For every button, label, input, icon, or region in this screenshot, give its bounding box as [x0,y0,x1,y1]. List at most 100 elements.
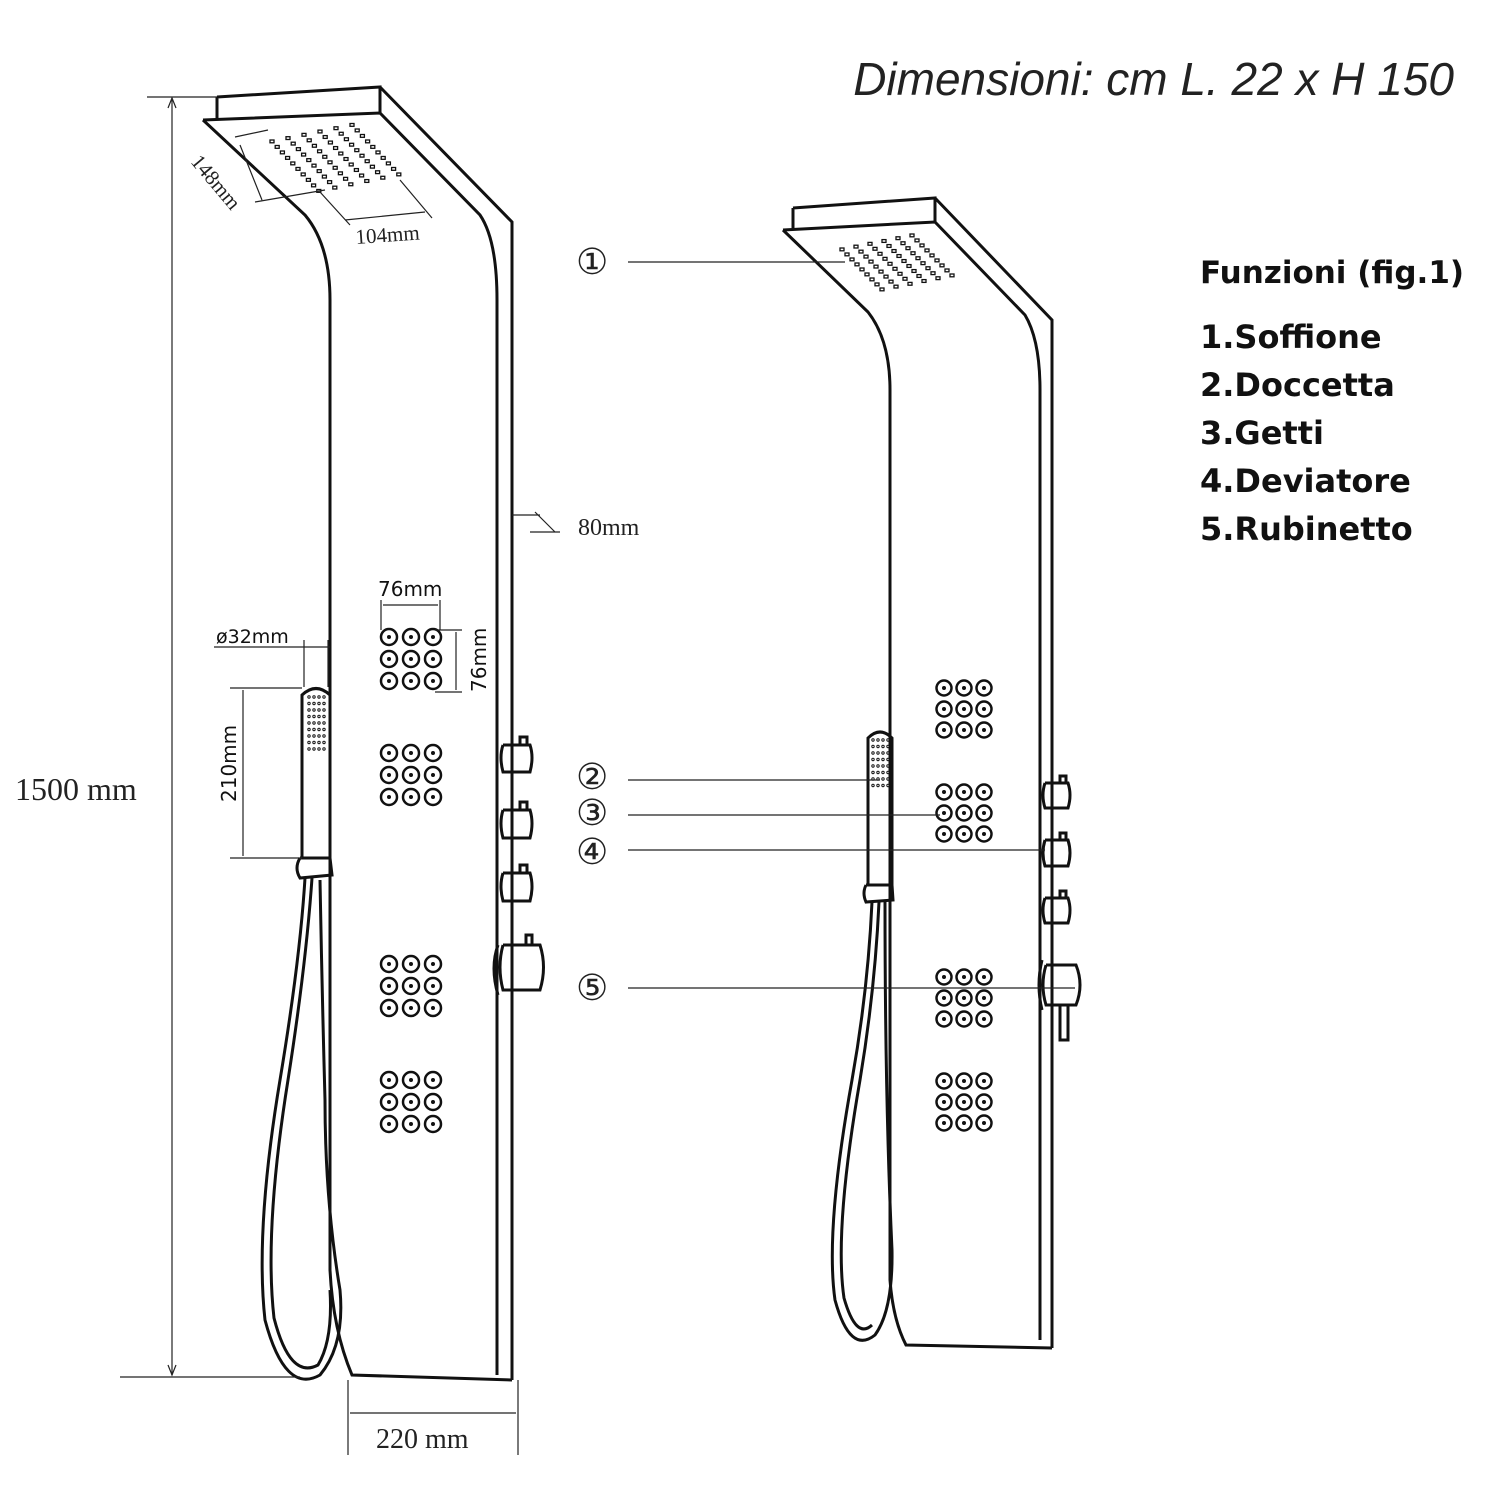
jet-nozzle-center [431,751,435,755]
handshower-nozzle [881,738,885,742]
head-nozzle [348,142,355,147]
jet-nozzle-center [962,1079,966,1083]
handshower-nozzle [312,727,316,732]
head-nozzle [353,167,360,173]
jet-nozzle-center [982,1017,986,1021]
jet-nozzle [935,1114,953,1132]
jet-nozzle-center [409,795,413,799]
jet-nozzle [955,700,973,718]
head-nozzle [295,147,302,152]
jet-nozzle [935,1093,953,1111]
jet-nozzle-center [387,795,391,799]
jet-nozzle [955,989,973,1007]
head-nozzle [300,152,307,157]
head-nozzle [873,264,879,269]
jet-nozzle [935,968,953,986]
head-nozzle [354,148,360,153]
jet-nozzle-center [431,962,435,966]
jet-nozzle [379,765,399,785]
jet-nozzle-center [942,686,946,690]
head-nozzle [306,158,312,163]
head-nozzle [342,176,349,181]
jet-nozzle-center [982,1100,986,1104]
head-nozzle [882,256,888,261]
head-nozzle [911,268,917,274]
jet-nozzle-center [982,832,986,836]
jet-nozzle [975,1093,993,1111]
jet-nozzle [975,825,993,843]
jet-nozzle-center [387,635,391,639]
jet-nozzle [423,765,443,785]
jet-nozzle [423,1114,443,1134]
head-nozzle [897,271,903,276]
handshower-nozzle [886,744,890,749]
head-nozzle [883,274,889,279]
jet-nozzle [955,804,973,822]
jet-nozzle-center [409,635,413,639]
jet-nozzle [975,1010,993,1028]
jet-nozzle-center [387,751,391,755]
jet-nozzle-center [962,1100,966,1104]
jet-nozzle-center [982,811,986,815]
head-nozzle [849,257,855,262]
head-nozzle [390,166,397,171]
head-nozzle [864,272,870,277]
jet-nozzle-center [387,773,391,777]
jet-nozzle [401,1114,421,1134]
jet-grid-height-label: 76mm [467,628,491,692]
legend-item-3: 3.Getti [1200,414,1324,452]
jet-nozzle-center [431,1122,435,1126]
handshower-nozzle [881,744,885,749]
jet-nozzle-center [387,679,391,683]
jet-nozzle-center [942,707,946,711]
head-nozzle [924,248,930,253]
jet-nozzle [975,989,993,1007]
head-nozzle [327,160,333,165]
head-nozzle [902,276,908,281]
head-nozzle [316,169,322,174]
jet-grid-width-label: 76mm [378,577,442,601]
head-nozzle [369,164,376,169]
jet-nozzle [379,743,399,763]
head-nozzle [380,175,386,180]
jet-nozzle [423,627,443,647]
head-nozzle [306,138,312,143]
head-nozzle [878,269,884,274]
jet-nozzle [423,787,443,807]
handshower-nozzle [307,714,311,719]
right-showerhead-nozzles [839,233,955,292]
head-nozzle [285,136,291,141]
head-nozzle [374,170,381,175]
jet-nozzle [379,1070,399,1090]
jet-nozzle [955,825,973,843]
head-nozzle [332,145,339,151]
head-nozzle [839,247,845,252]
handshower-diameter-label: ø32mm [216,626,289,648]
right-knobs [1037,774,1082,1042]
jet-nozzle [401,765,421,785]
head-nozzle [892,266,898,271]
handshower-nozzle [876,751,880,755]
head-nozzle [343,137,350,142]
jet-nozzle [955,1093,973,1111]
jet-nozzle-center [431,1100,435,1104]
head-nozzle [868,259,874,264]
left-handshower-nozzles [307,695,326,751]
jet-nozzle-center [431,1006,435,1010]
handshower-nozzle [317,708,321,712]
head-nozzle [929,253,935,258]
handshower-nozzle [876,764,880,768]
head-nozzle [949,273,955,278]
head-nozzle [359,133,366,138]
jet-nozzle-center [942,832,946,836]
handshower-nozzle [871,764,875,768]
head-nozzle [901,258,907,264]
jet-nozzle-center [942,1017,946,1021]
head-nozzle [305,177,312,182]
jet-nozzle-center [942,996,946,1000]
jet-nozzle-center [431,657,435,661]
jet-nozzle [379,1114,399,1134]
head-nozzle [915,256,921,261]
jet-nozzle [379,649,399,669]
